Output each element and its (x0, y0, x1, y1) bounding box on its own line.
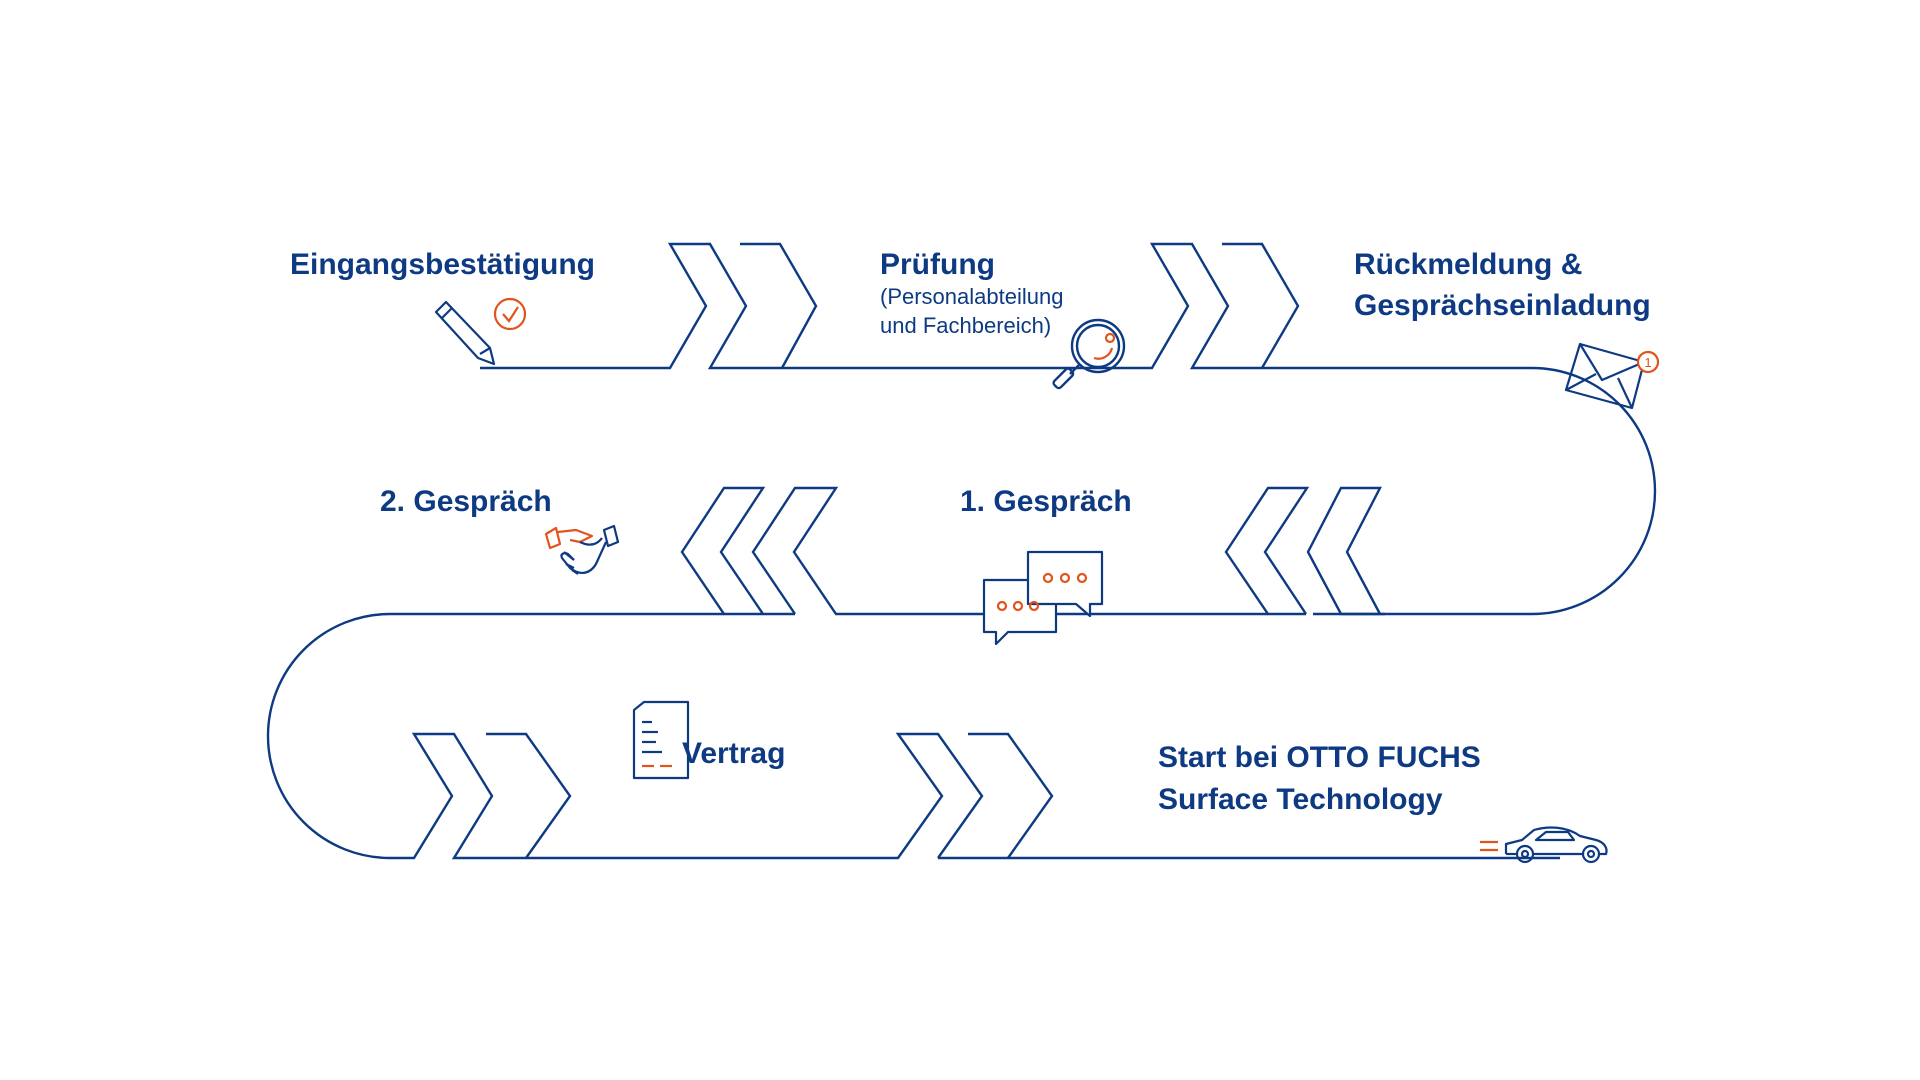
row1-segment-a (480, 242, 782, 370)
envelope-notification-icon: 1 (1564, 342, 1660, 410)
step-pruefung-subtitle-line2: und Fachbereich) (880, 313, 1052, 338)
document-icon (632, 700, 690, 780)
chat-bubbles-icon (982, 550, 1104, 646)
row2-chevron-a1 (1306, 486, 1385, 616)
row3-chevron-b2 (968, 732, 1054, 859)
step-eingangsbestaetigung-title: Eingangsbestätigung (290, 248, 596, 281)
step-start-title-line2: Surface Technology (1158, 783, 1443, 816)
row1-chevron-b2 (1222, 242, 1300, 369)
row1-chevron-a2 (740, 242, 818, 369)
step-vertrag-title: Vertrag (682, 737, 786, 770)
pencil-check-icon (434, 297, 527, 366)
row2-segment (751, 486, 1268, 616)
magnifier-icon (1052, 318, 1126, 390)
step-start-title-line1: Start bei OTTO FUCHS (1158, 741, 1481, 774)
handshake-icon (544, 524, 620, 575)
row1-segment-b (782, 242, 1262, 370)
step-rueckmeldung-title-line2: Gesprächseinladung (1354, 289, 1651, 322)
row2-chevron-a2 (1224, 486, 1310, 616)
notification-badge-icon (1636, 350, 1660, 374)
row3-chevron-a1 (390, 732, 496, 860)
row2-chevron-b2 (680, 486, 795, 616)
row3-chevron-a2 (486, 732, 572, 859)
notification-badge-count: 1 (1644, 355, 1651, 370)
step-pruefung-subtitle-line1: (Personalabteilung (880, 284, 1064, 309)
car-icon (1480, 826, 1608, 864)
step-erstes-gespraech-title: 1. Gespräch (960, 485, 1132, 518)
row3-chevron-b1 (496, 732, 984, 860)
step-pruefung-title: Prüfung (880, 248, 995, 281)
step-rueckmeldung-title-line1: Rückmeldung & (1354, 248, 1583, 281)
right-turn (1262, 366, 1657, 616)
left-turn (266, 612, 724, 860)
step-zweites-gespraech-title: 2. Gespräch (380, 485, 552, 518)
